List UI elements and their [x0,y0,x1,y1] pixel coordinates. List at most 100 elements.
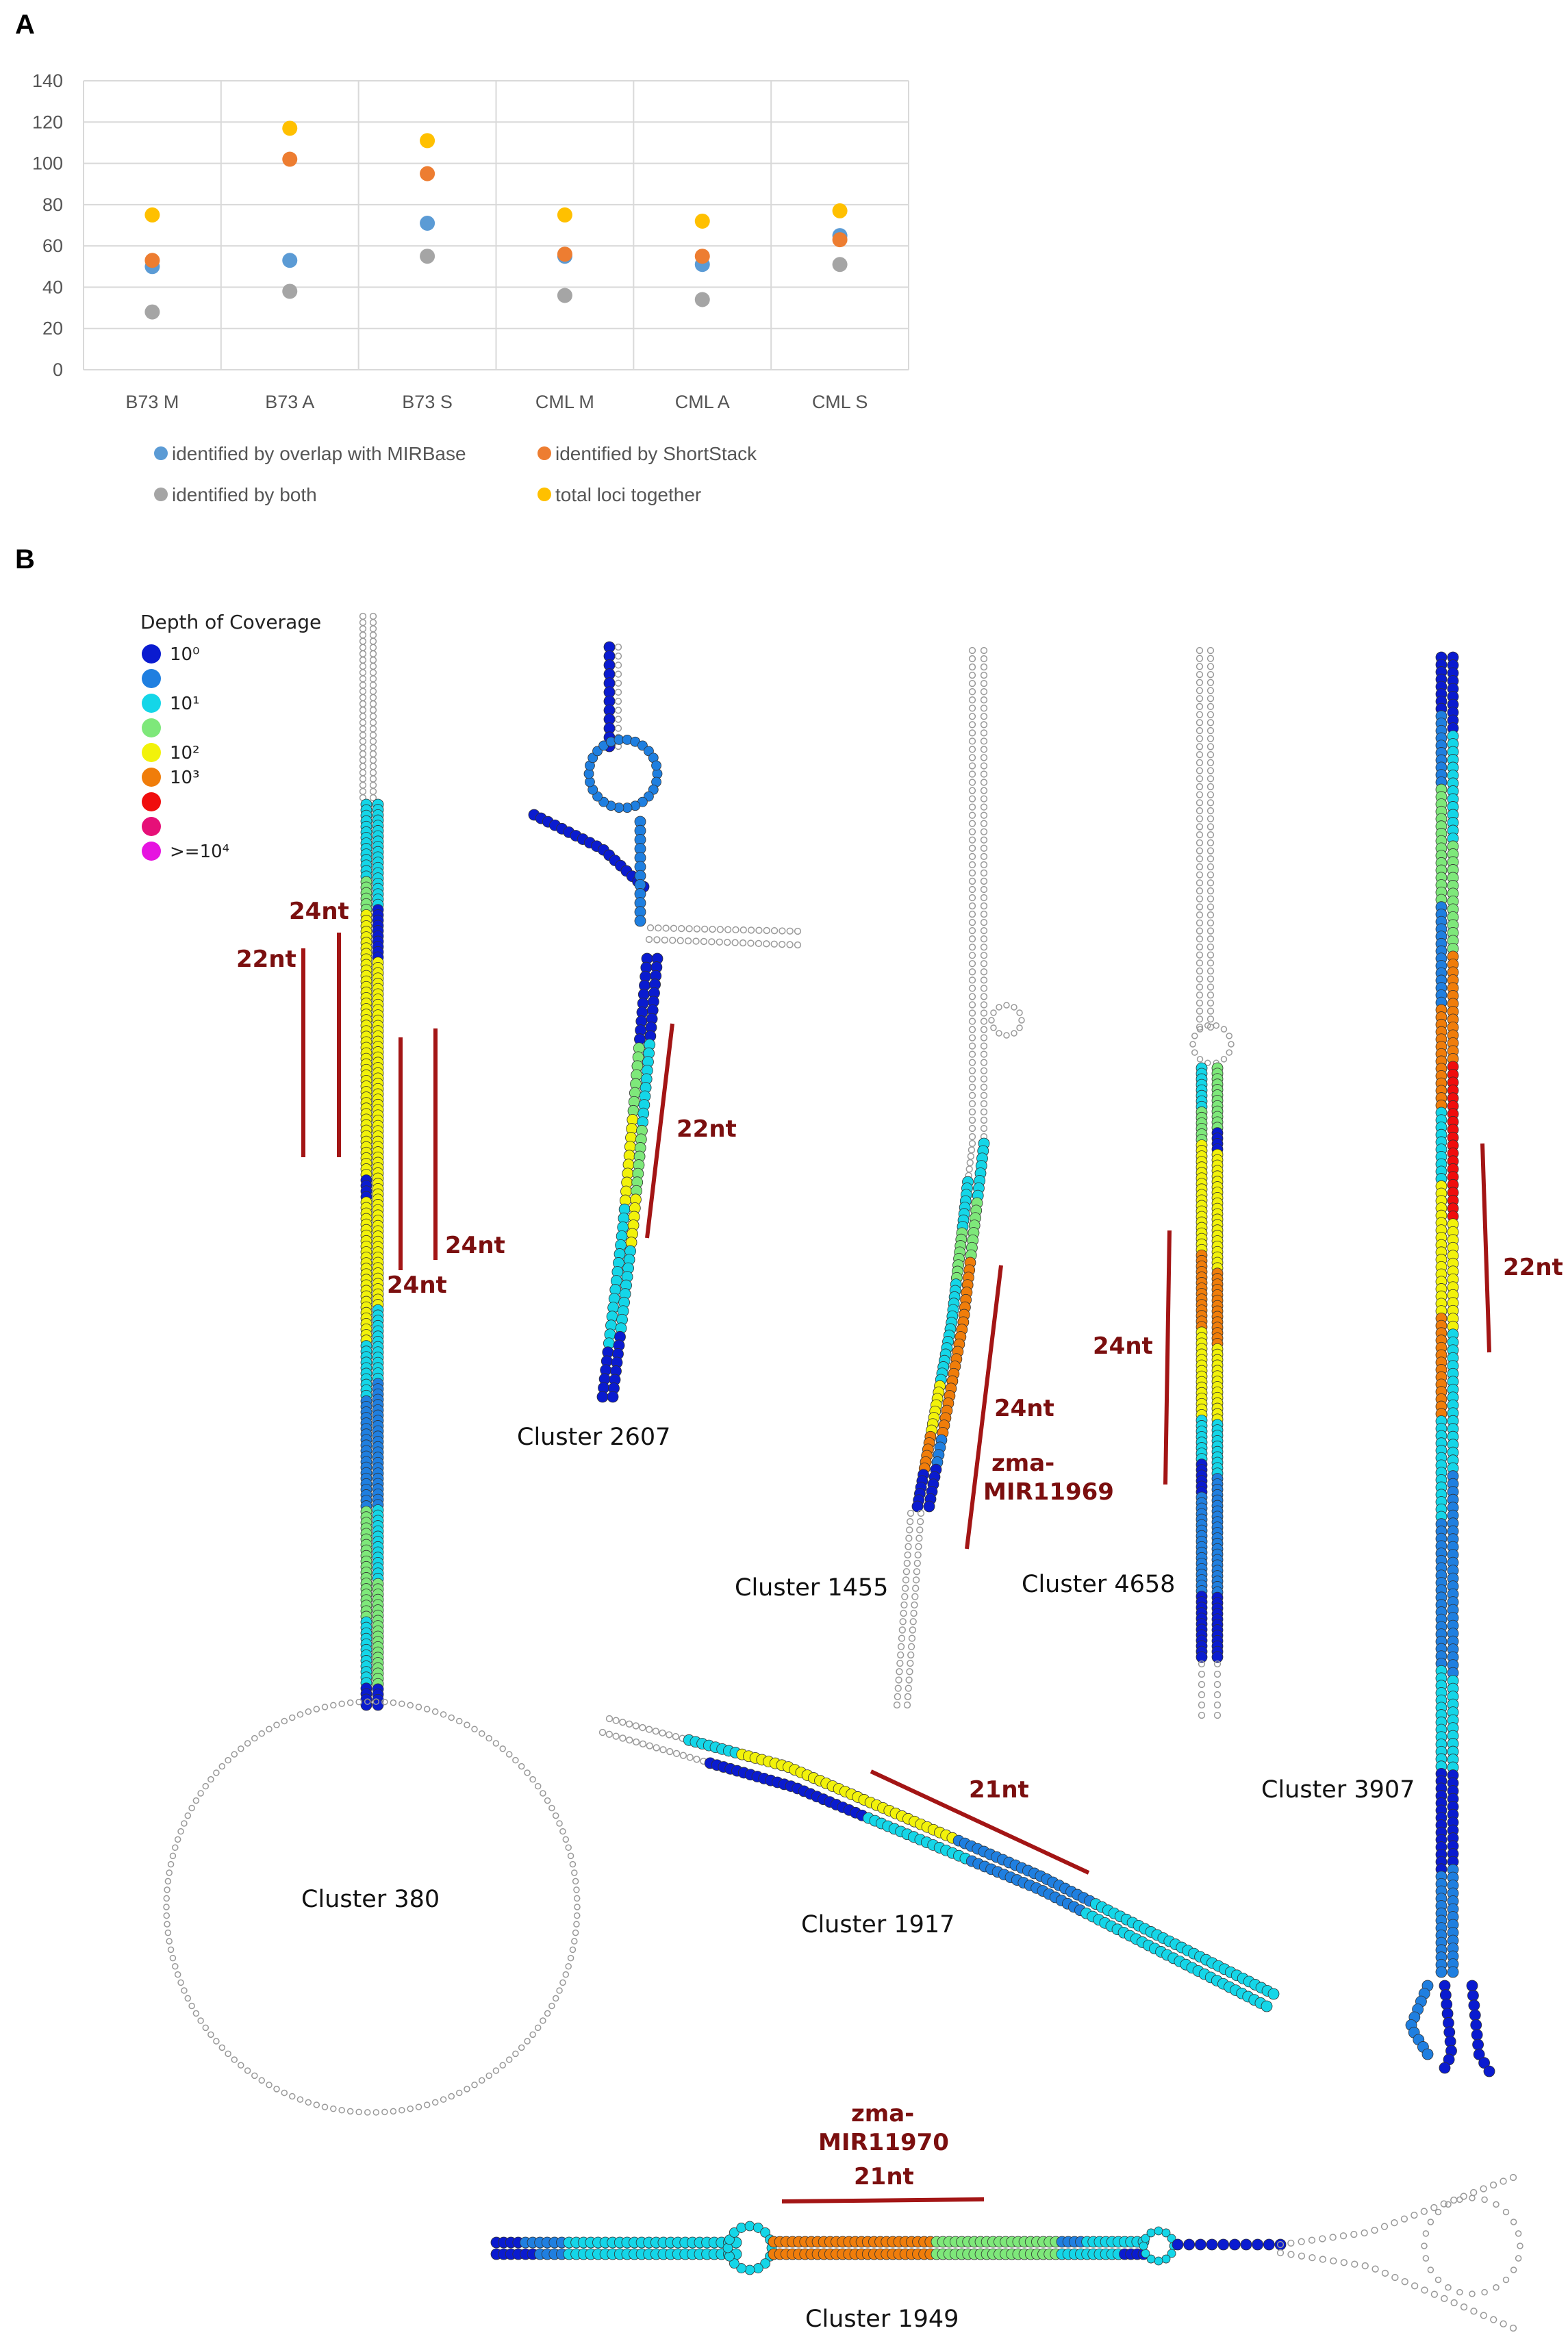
nucleotide-bead [1196,991,1204,999]
nucleotide-bead [1196,679,1204,686]
nucleotide-bead [988,1017,995,1024]
nucleotide-bead [968,770,976,778]
nucleotide-bead [1189,1041,1196,1048]
nucleotide-bead [1206,863,1215,871]
nucleotide-bead [1183,2238,1196,2251]
legend-label: identified by both [172,484,317,505]
nucleotide-bead [281,2089,288,2097]
nucleotide-bead [1206,847,1215,855]
nucleotide-bead [1191,1033,1198,1039]
nucleotide-bead [231,1751,238,1758]
cluster-380-label: Cluster 380 [301,1886,440,1913]
nucleotide-bead [612,1732,620,1740]
nucleotide-bead [281,1717,288,1725]
panel-a-letter: A [15,10,35,40]
nucleotide-bead [1206,807,1215,815]
nucleotide-bead [753,2263,763,2273]
nucleotide-bead [1196,927,1204,935]
nucleotide-bead [369,656,377,664]
nucleotide-bead [1456,2196,1463,2203]
nucleotide-bead [1287,2251,1295,2258]
nucleotide-bead [1196,871,1204,879]
nucleotide-bead [499,2062,506,2069]
nucleotide-bead [980,1034,988,1041]
nucleotide-bead [197,2017,204,2024]
nucleotide-bead [471,1726,478,1732]
nucleotide-bead [1217,2238,1230,2251]
data-point [832,257,848,273]
nucleotide-bead [912,1584,920,1592]
nucleotide-bead [980,1075,988,1083]
nucleotide-bead [1206,750,1215,759]
nucleotide-bead [330,1702,337,1709]
nucleotide-bead [1196,863,1204,871]
nucleotide-bead [968,927,976,935]
nucleotide-bead [1509,2173,1517,2182]
nucleotide-bead [338,1700,345,1707]
nucleotide-bead [1481,2288,1488,2296]
nucleotide-bead [980,910,988,918]
nucleotide-bead [1470,2308,1478,2315]
nucleotide-bead [529,1776,536,1783]
nucleotide-bead [614,707,622,714]
annotation-line [645,1023,674,1239]
nucleotide-bead [980,787,988,794]
label-1455-mir-line2: MIR11969 [983,1478,1114,1506]
nucleotide-bead [1206,1007,1215,1015]
data-point [832,203,848,218]
nucleotide-bead [1206,1015,1215,1023]
nucleotide-bead [900,1601,908,1609]
nucleotide-bead [905,1676,913,1684]
nucleotide-bead [968,918,976,926]
nucleotide-bead [346,2108,354,2115]
nucleotide-bead [573,1912,581,1919]
data-point [144,304,160,320]
nucleotide-bead [1196,807,1204,815]
nucleotide-bead [968,1108,976,1116]
nucleotide-bead [225,2050,231,2058]
nucleotide-bead [369,687,377,695]
nucleotide-bead [163,1895,170,1902]
nucleotide-bead [359,618,367,627]
nucleotide-bead [1391,2273,1399,2282]
nucleotide-bead [968,960,976,968]
legend-marker [154,488,168,501]
nucleotide-bead [1421,2243,1428,2249]
nucleotide-bead [911,1500,924,1513]
nucleotide-bead [1480,2312,1487,2319]
nucleotide-bead [980,1026,988,1033]
nucleotide-bead [968,1075,976,1083]
data-point [694,213,710,229]
nucleotide-bead [968,655,976,663]
nucleotide-bead [676,937,684,944]
nucleotide-bead [492,2067,500,2074]
y-tick-label: 140 [32,71,63,91]
nucleotide-bead [1141,2234,1150,2243]
nucleotide-bead [524,1769,531,1776]
nucleotide-bead [968,679,976,687]
coverage-swatch [142,842,161,861]
nucleotide-bead [1483,2065,1495,2077]
nucleotide-bead [724,2234,735,2245]
nucleotide-bead [1490,2316,1497,2323]
nucleotide-bead [251,1734,258,1742]
nucleotide-bead [1196,646,1204,655]
nucleotide-bead [1161,2254,1171,2264]
nucleotide-bead [968,787,976,794]
nucleotide-bead [693,925,701,933]
nucleotide-bead [968,976,976,984]
nucleotide-bead [779,941,786,948]
nucleotide-bead [1196,1023,1204,1031]
nucleotide-bead [1206,775,1215,783]
nucleotide-bead [968,688,976,696]
nucleotide-bead [1430,2203,1438,2212]
label-1949-mir-line2: MIR11970 [818,2129,949,2156]
nucleotide-bead [1351,2260,1358,2268]
nucleotide-bead [559,1828,566,1835]
nucleotide-bead [968,721,976,729]
nucleotide-bead [1196,1056,1204,1063]
nucleotide-bead [359,731,367,739]
nucleotide-bead [1196,967,1204,975]
nucleotide-bead [1161,2228,1171,2238]
nucleotide-bead [968,762,976,770]
